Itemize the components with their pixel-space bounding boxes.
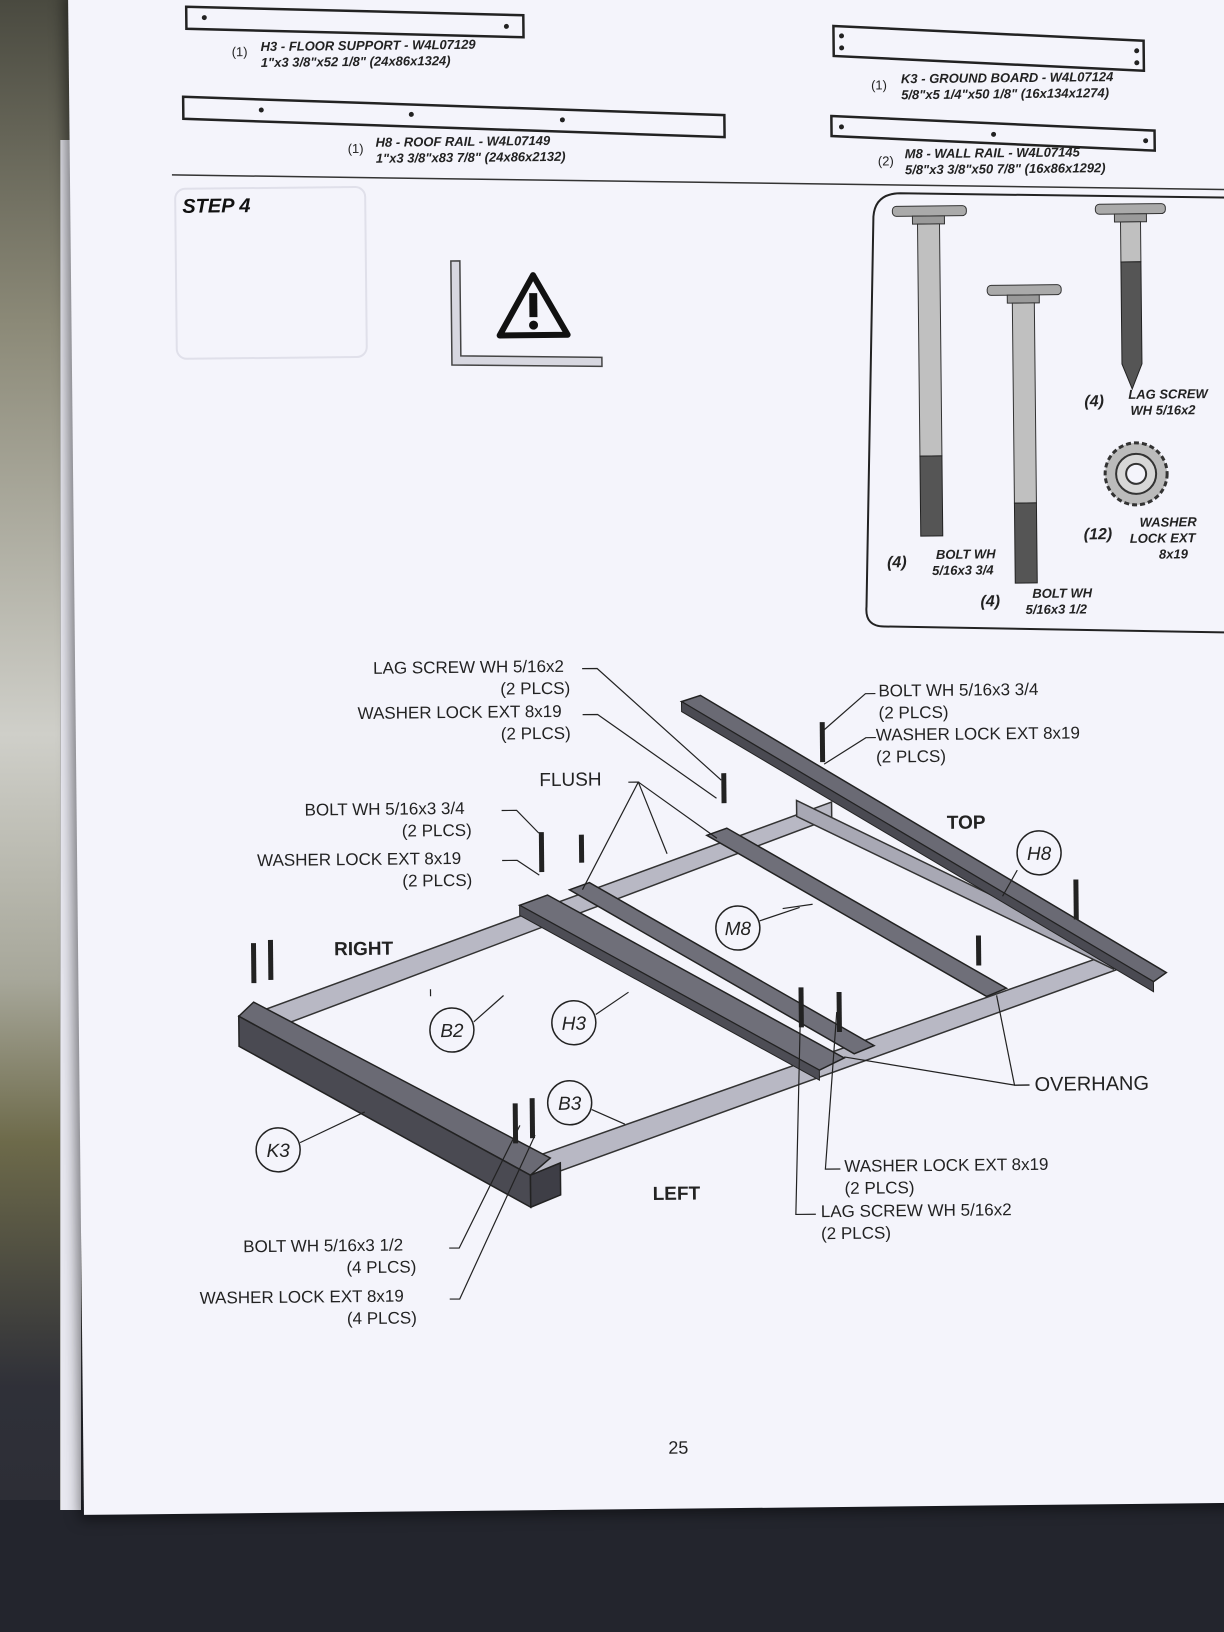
callout-washer-tl-l1: WASHER LOCK EXT 8x19 — [357, 702, 561, 723]
label-k3: K3 — [266, 1141, 290, 1162]
lag-screw-qty: (4) — [1084, 393, 1104, 410]
callout-overhang: OVERHANG — [1034, 1073, 1149, 1096]
label-b3: B3 — [558, 1094, 582, 1115]
background-bottom — [0, 1500, 1224, 1632]
callout-washer-bl-l2: (4 PLCS) — [347, 1308, 417, 1328]
warning-icon — [496, 272, 571, 339]
label-h8: H8 — [1027, 844, 1052, 865]
frame-assembly — [237, 694, 1168, 1209]
callout-washer-br-l2: (2 PLCS) — [844, 1178, 914, 1198]
bolt-short-line2: 5/16x3 1/2 — [1025, 601, 1087, 617]
part-h8-name: H8 - ROOF RAIL - W4L07149 — [376, 133, 551, 150]
step-title: STEP 4 — [182, 195, 250, 218]
part-m8: (2) M8 - WALL RAIL - W4L07145 5/8"x3 3/8… — [830, 114, 1157, 177]
manual-page: (1) H3 - FLOOR SUPPORT - W4L07129 1"x3 3… — [68, 0, 1224, 1515]
part-m8-dim: 5/8"x3 3/8"x50 7/8" (16x86x1292) — [905, 160, 1106, 177]
callout-bolt-tr-l2: (2 PLCS) — [879, 703, 949, 723]
callout-bolt-ml-l2: (2 PLCS) — [402, 821, 472, 841]
label-h3: H3 — [562, 1014, 587, 1035]
label-top: TOP — [947, 812, 986, 833]
callout-washer-tl-l2: (2 PLCS) — [501, 724, 571, 744]
carpenter-square-icon — [450, 260, 603, 368]
callout-bolt-tr-l1: BOLT WH 5/16x3 3/4 — [878, 680, 1038, 701]
label-h8-circle — [1016, 830, 1062, 876]
callout-lag-tl-l1: LAG SCREW WH 5/16x2 — [373, 657, 564, 678]
part-h3-name: H3 - FLOOR SUPPORT - W4L07129 — [261, 37, 477, 54]
hardware-box: (4) BOLT WH 5/16x3 3/4 (4) BOLT WH 5/16x… — [865, 192, 1224, 634]
part-m8-name: M8 - WALL RAIL - W4L07145 — [905, 144, 1081, 161]
bolt-long-qty: (4) — [887, 554, 907, 571]
part-h3: (1) H3 - FLOOR SUPPORT - W4L07129 1"x3 3… — [184, 5, 525, 70]
washer-icon — [1103, 441, 1169, 507]
callout-flush: FLUSH — [539, 769, 602, 791]
part-k3-qty: (1) — [871, 77, 887, 92]
bolt-long-icon — [891, 205, 967, 537]
label-m8: M8 — [725, 919, 752, 940]
washer-line2: LOCK EXT — [1130, 530, 1197, 546]
part-m8-qty: (2) — [878, 153, 894, 168]
callout-lag-tl-l2: (2 PLCS) — [500, 679, 570, 699]
label-k3-circle — [255, 1127, 301, 1173]
callout-lag-br-l2: (2 PLCS) — [821, 1223, 891, 1243]
bolt-short-icon — [986, 284, 1062, 584]
m8-rail-b — [705, 827, 1009, 998]
h3-board — [517, 894, 846, 1072]
label-right: RIGHT — [334, 939, 394, 961]
circle-leaders — [299, 906, 800, 1144]
lag-screw-line2: WH 5/16x2 — [1130, 402, 1196, 418]
lag-screw-line1: LAG SCREW — [1128, 386, 1209, 402]
page-number: 25 — [668, 1438, 688, 1458]
part-h3-qty: (1) — [232, 44, 248, 59]
callout-washer-tr-l2: (2 PLCS) — [876, 747, 946, 767]
callout-bolt-ml-l1: BOLT WH 5/16x3 3/4 — [305, 799, 465, 820]
part-h8: (1) H8 - ROOF RAIL - W4L07149 1"x3 3/8"x… — [181, 95, 726, 166]
callout-washer-ml-l1: WASHER LOCK EXT 8x19 — [257, 849, 461, 870]
page-content: (1) H3 - FLOOR SUPPORT - W4L07129 1"x3 3… — [171, 5, 1224, 1458]
callout-washer-bl-l1: WASHER LOCK EXT 8x19 — [200, 1287, 404, 1308]
callout-washer-ml-l2: (2 PLCS) — [402, 871, 472, 891]
m8-rail-a — [567, 881, 876, 1055]
part-h3-dim: 1"x3 3/8"x52 1/8" (24x86x1324) — [261, 53, 451, 70]
callout-bolt-bl-l1: BOLT WH 5/16x3 1/2 — [243, 1236, 403, 1257]
callout-lag-br-l1: LAG SCREW WH 5/16x2 — [821, 1200, 1012, 1221]
ghost-mark — [174, 186, 368, 360]
part-h8-qty: (1) — [348, 141, 364, 156]
label-left: LEFT — [653, 1183, 701, 1205]
washer-qty: (12) — [1084, 526, 1113, 543]
washer-line3: 8x19 — [1159, 546, 1189, 561]
part-k3-dim: 5/8"x5 1/4"x50 1/8" (16x134x1274) — [901, 85, 1109, 102]
label-m8-circle — [715, 905, 761, 951]
bolts — [250, 722, 1079, 1144]
callout-washer-br-l1: WASHER LOCK EXT 8x19 — [844, 1155, 1048, 1176]
label-h3-circle — [551, 1000, 597, 1046]
callout-bolt-bl-l2: (4 PLCS) — [346, 1257, 416, 1277]
bolt-long-line2: 5/16x3 3/4 — [932, 562, 994, 578]
washer-line1: WASHER — [1140, 514, 1198, 530]
part-k3-name: K3 - GROUND BOARD - W4L07124 — [901, 69, 1114, 86]
bolt-short-line1: BOLT WH — [1032, 585, 1092, 601]
label-b3-circle — [546, 1080, 593, 1126]
part-h8-dim: 1"x3 3/8"x83 7/8" (24x86x2132) — [376, 149, 566, 166]
bolt-long-line1: BOLT WH — [936, 546, 996, 562]
label-b2: B2 — [440, 1021, 464, 1042]
label-b2-circle — [429, 1007, 475, 1053]
part-k3: (1) K3 - GROUND BOARD - W4L07124 5/8"x5 … — [832, 24, 1146, 102]
callout-washer-tr-l1: WASHER LOCK EXT 8x19 — [876, 723, 1080, 744]
lag-screw-icon — [1094, 203, 1166, 391]
leader-lines — [429, 667, 1030, 1300]
section-divider — [171, 174, 1224, 191]
bolt-short-qty: (4) — [980, 593, 1000, 610]
